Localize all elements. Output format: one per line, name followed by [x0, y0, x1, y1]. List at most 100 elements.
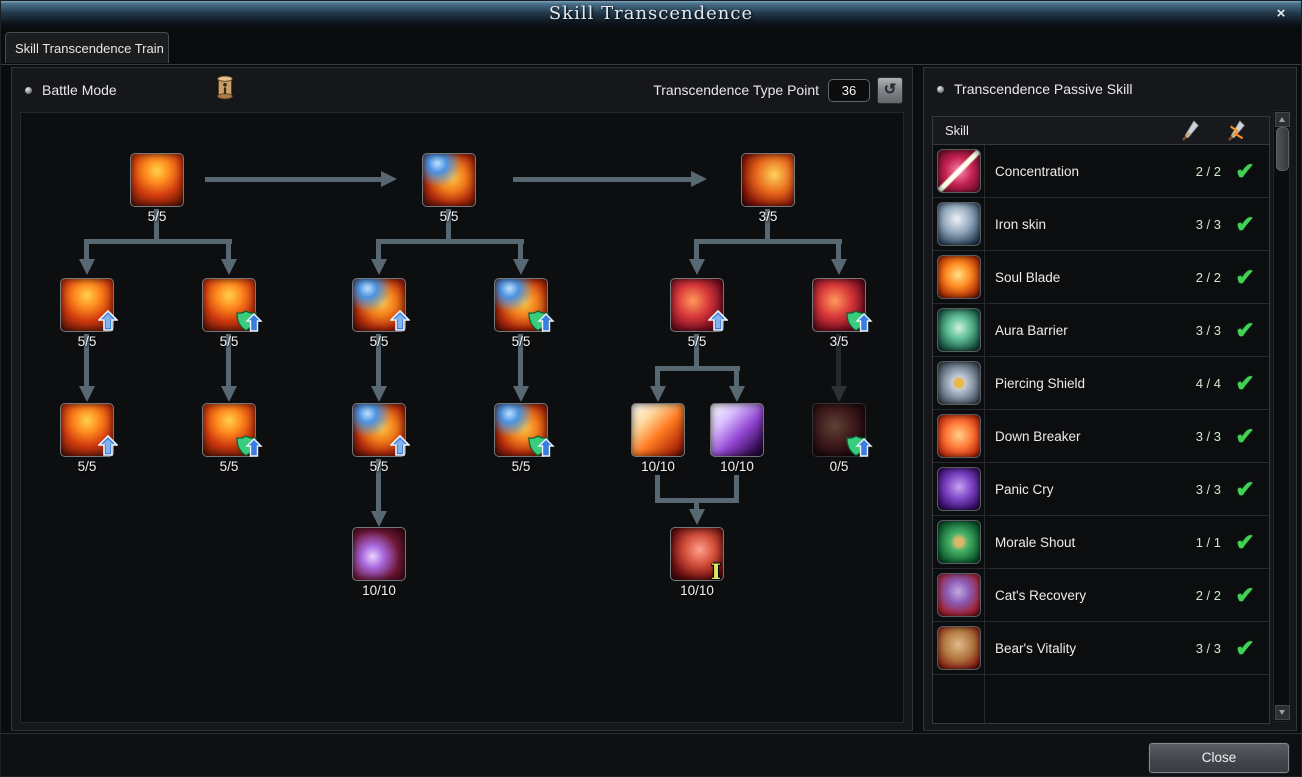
tree-connector	[381, 171, 397, 187]
fury-icon	[60, 278, 114, 332]
skill-count: 3 / 3	[1195, 322, 1221, 338]
scrollbar[interactable]	[1273, 110, 1290, 722]
skill-node-blue-fury[interactable]: 5/5	[352, 278, 411, 349]
scroll-icon	[213, 74, 237, 106]
tree-connector	[221, 259, 237, 275]
bullet-icon	[937, 85, 944, 93]
piercing-shield-icon	[936, 361, 981, 405]
skill-name: Concentration	[995, 163, 1080, 179]
upgrade-arrow-badge	[389, 434, 411, 462]
title-bar: Skill Transcendence ×	[1, 1, 1301, 29]
skill-node-slash-orange[interactable]: 10/10	[631, 403, 685, 474]
skill-level-label: 5/5	[369, 334, 389, 349]
skill-count: 3 / 3	[1195, 640, 1221, 656]
battle-mode-panel: Battle Mode Transcendence Type Point 36 …	[11, 67, 913, 731]
close-icon[interactable]: ×	[1276, 5, 1286, 22]
close-button[interactable]: Close	[1148, 742, 1290, 774]
skill-icon-cell	[933, 569, 985, 621]
fury-icon	[130, 153, 184, 207]
skill-icon-cell	[933, 251, 985, 303]
shield-upgrade-badge	[846, 434, 873, 463]
skill-node-punch[interactable]: 3/5	[741, 153, 795, 224]
tab-bar: Skill Transcendence Train	[1, 28, 1301, 65]
skill-node-claw[interactable]: 3/5	[812, 278, 873, 349]
blue-fury-icon	[422, 153, 476, 207]
skill-name: Cat's Recovery	[995, 587, 1087, 603]
skill-node-claw[interactable]: 5/5	[670, 278, 729, 349]
tree-connector	[84, 334, 89, 386]
skill-icon-cell	[933, 675, 985, 723]
tree-connector	[689, 259, 705, 275]
check-icon: ✔	[1235, 157, 1255, 184]
skill-level-label: 5/5	[147, 209, 167, 224]
tree-connector	[376, 334, 381, 386]
skill-icon-cell	[933, 198, 985, 250]
skill-node-fury[interactable]: 5/5	[202, 403, 263, 474]
skill-node-blue-fury[interactable]: 5/5	[352, 403, 411, 474]
shield-upgrade-badge	[236, 309, 263, 338]
skill-icon-cell	[933, 145, 985, 197]
skill-level-label: 5/5	[511, 459, 531, 474]
bears-vitality-icon	[936, 626, 981, 670]
skill-node-fury[interactable]: 5/5	[202, 278, 263, 349]
upgrade-arrow-badge	[707, 309, 729, 337]
skill-level-label: 10/10	[641, 459, 675, 474]
skill-node-blue-fury[interactable]: 5/5	[494, 403, 555, 474]
tree-connector	[84, 239, 232, 244]
scroll-thumb[interactable]	[1276, 127, 1289, 171]
tree-connector	[836, 239, 841, 259]
skill-node-slash-purple[interactable]: 10/10	[710, 403, 764, 474]
tab-skill-transcendence-train[interactable]: Skill Transcendence Train	[5, 32, 169, 63]
skill-node-fury[interactable]: 5/5	[60, 278, 119, 349]
reset-points-button[interactable]: ↺	[877, 76, 903, 104]
scroll-up-button[interactable]	[1275, 112, 1290, 127]
tree-connector	[371, 511, 387, 527]
tree-connector	[650, 386, 666, 402]
tree-connector	[831, 259, 847, 275]
upgrade-arrow-badge	[389, 309, 411, 337]
shield-upgrade-badge	[846, 309, 873, 338]
skill-level-label: 3/5	[758, 209, 778, 224]
skill-level-label: 5/5	[369, 459, 389, 474]
tree-connector	[836, 334, 841, 386]
passive-skill-panel: Transcendence Passive Skill Skill	[923, 67, 1297, 731]
skill-level-label: 10/10	[720, 459, 754, 474]
skill-level-label: 10/10	[680, 583, 714, 598]
table-row-empty	[933, 675, 1269, 723]
skill-name: Aura Barrier	[995, 322, 1068, 338]
sword-icon	[1181, 120, 1203, 152]
tree-connector	[79, 259, 95, 275]
skill-node-claw[interactable]: 0/5	[812, 403, 873, 474]
panic-cry-icon	[936, 467, 981, 511]
punch-icon	[741, 153, 795, 207]
type-point-value[interactable]: 36	[828, 78, 870, 102]
tree-connector	[513, 177, 691, 182]
passive-skill-header: Transcendence Passive Skill	[924, 68, 1296, 110]
tree-connector	[513, 259, 529, 275]
skill-count: 2 / 2	[1195, 269, 1221, 285]
shield-upgrade-badge	[528, 309, 555, 338]
scroll-down-button[interactable]	[1275, 705, 1290, 720]
skill-node-blue-fury[interactable]: 5/5	[422, 153, 476, 224]
skill-node-swirl-purple[interactable]: 10/10	[352, 527, 406, 598]
skill-name: Iron skin	[995, 216, 1047, 232]
slash-purple-icon	[710, 403, 764, 457]
skill-node-fury[interactable]: 5/5	[60, 403, 119, 474]
tree-connector	[226, 239, 231, 259]
skill-node-blue-fury[interactable]: 5/5	[494, 278, 555, 349]
skill-level-label: 5/5	[77, 334, 97, 349]
skill-node-fury[interactable]: 5/5	[130, 153, 184, 224]
